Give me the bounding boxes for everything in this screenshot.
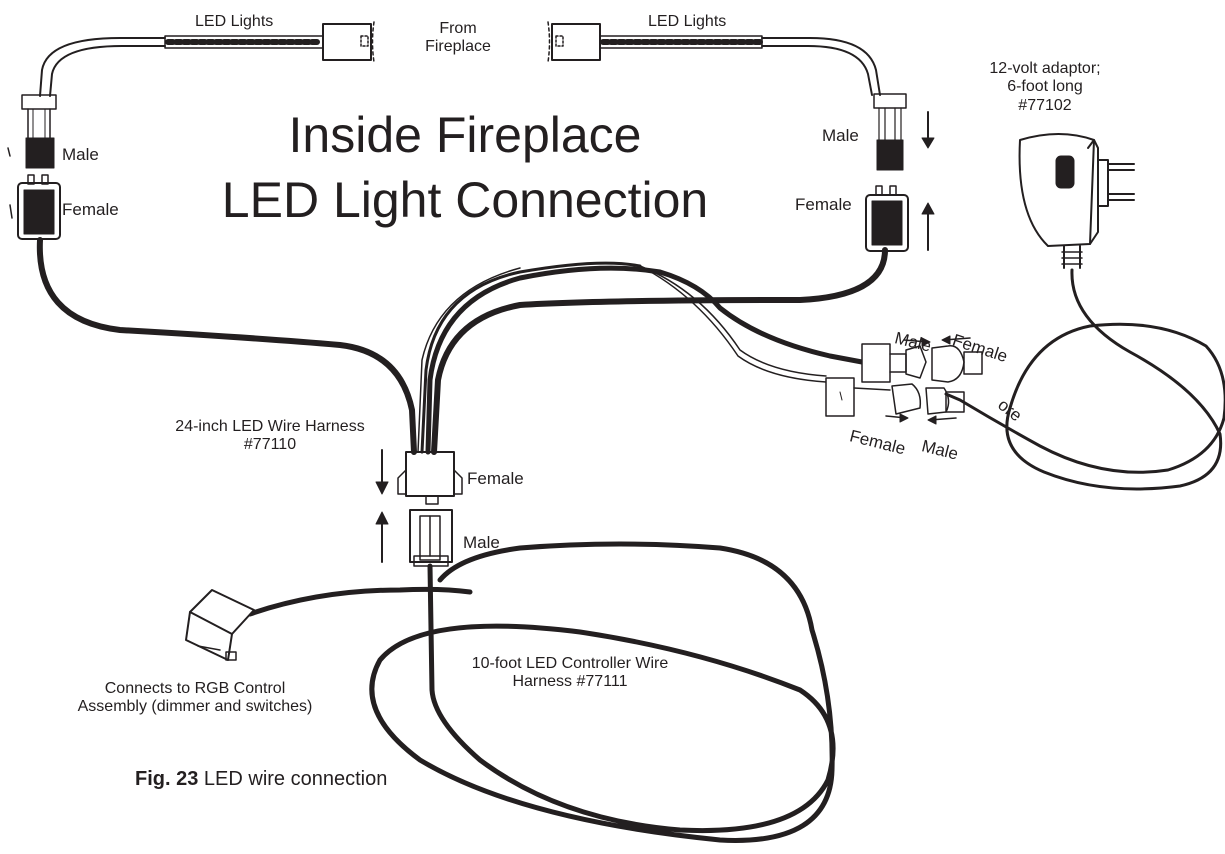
female-label-right: Female xyxy=(795,195,852,214)
harness-female-connector xyxy=(397,451,463,505)
adaptor-label: 12-volt adaptor; 6-foot long #77102 xyxy=(989,60,1101,114)
figure-caption: Fig. 23 LED wire connection xyxy=(135,768,387,791)
led-strip-right xyxy=(547,21,881,96)
arrow-up-harness xyxy=(375,511,389,563)
adaptor-cord xyxy=(944,268,1225,491)
harness-24-label: 24-inch LED Wire Harness #77110 xyxy=(175,418,365,454)
controller-harness-loops xyxy=(247,541,836,843)
led-strip-left xyxy=(39,21,375,97)
led-lights-label-right: LED Lights xyxy=(648,13,727,30)
figure-caption-text: LED wire connection xyxy=(198,768,388,790)
male-connector-right xyxy=(873,93,907,171)
male-label-left: Male xyxy=(62,145,99,164)
arrow-down-right xyxy=(921,111,935,149)
arrow-up-right xyxy=(921,202,935,251)
harness-wires xyxy=(36,237,888,455)
from-fireplace-label: From Fireplace xyxy=(425,20,491,56)
barrel-arrows xyxy=(885,335,971,425)
diagram-title-line2: LED Light Connection xyxy=(221,172,709,228)
adaptor-12v xyxy=(1018,133,1135,269)
male-label-right: Male xyxy=(822,126,859,145)
harness-10ft-label: 10-foot LED Controller Wire Harness #771… xyxy=(471,655,669,691)
female-connector-right xyxy=(865,185,909,252)
rgb-control-connector xyxy=(185,589,255,661)
harness-female-label: Female xyxy=(467,469,524,488)
figure-number: Fig. 23 xyxy=(135,768,199,790)
female-label-left: Female xyxy=(62,200,119,219)
arrow-down-harness xyxy=(375,449,389,495)
harness-male-connector xyxy=(409,509,453,567)
led-lights-label-left: LED Lights xyxy=(195,13,274,30)
harness-male-label: Male xyxy=(463,533,500,552)
diagram-title-line1: Inside Fireplace xyxy=(288,107,642,163)
rgb-control-label: Connects to RGB Control Assembly (dimmer… xyxy=(77,680,313,716)
barrel-connectors xyxy=(825,343,983,417)
female-connector-left xyxy=(9,174,61,240)
male-connector-left xyxy=(7,94,57,169)
